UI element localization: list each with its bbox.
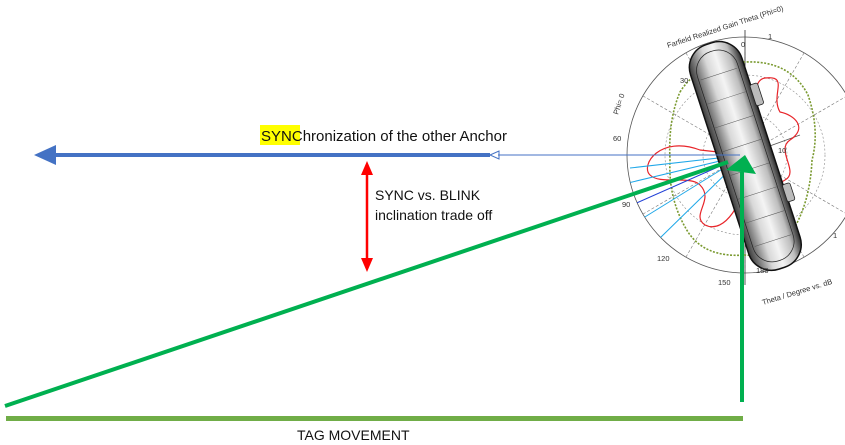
sync-arrow-thin-head <box>488 150 500 160</box>
polar-right-label-top: 1 <box>768 32 772 41</box>
sync-label-highlight: SYNC <box>261 128 303 145</box>
tradeoff-label-line1: SYNC vs. BLINK <box>375 187 481 203</box>
polar-right-label-bottom: 1 <box>833 231 837 240</box>
sync-arrow-head <box>34 145 56 165</box>
polar-angle-90: 90 <box>622 200 630 209</box>
polar-angle-150: 150 <box>718 278 731 287</box>
polar-axis-label: Theta / Degree vs. dB <box>761 277 833 307</box>
tag-movement-label: TAG MOVEMENT <box>297 427 410 443</box>
polar-angle-120: 120 <box>657 254 670 263</box>
polar-angle-180: 180 <box>756 266 769 275</box>
sync-label: SYNChronization of the other Anchor <box>261 128 507 145</box>
green-arrows <box>4 155 756 408</box>
polar-angle-30: 30 <box>680 76 688 85</box>
sync-highlight <box>260 125 300 145</box>
polar-phi-label: Phi= 0 <box>611 92 626 115</box>
tradeoff-label-line2: inclination trade off <box>375 207 492 223</box>
green-arrow-head <box>726 155 756 174</box>
polar-right-label-mid: 10 <box>778 146 786 155</box>
sync-label-rest: hronization of the other Anchor <box>303 128 507 145</box>
polar-angle-60: 60 <box>613 134 621 143</box>
polar-angle-0: 0 <box>741 40 745 49</box>
diagonal-arrow-line <box>4 160 729 408</box>
tag-movement-bar <box>6 416 743 421</box>
sync-arrow <box>34 145 740 165</box>
tradeoff-arrow <box>361 161 373 272</box>
